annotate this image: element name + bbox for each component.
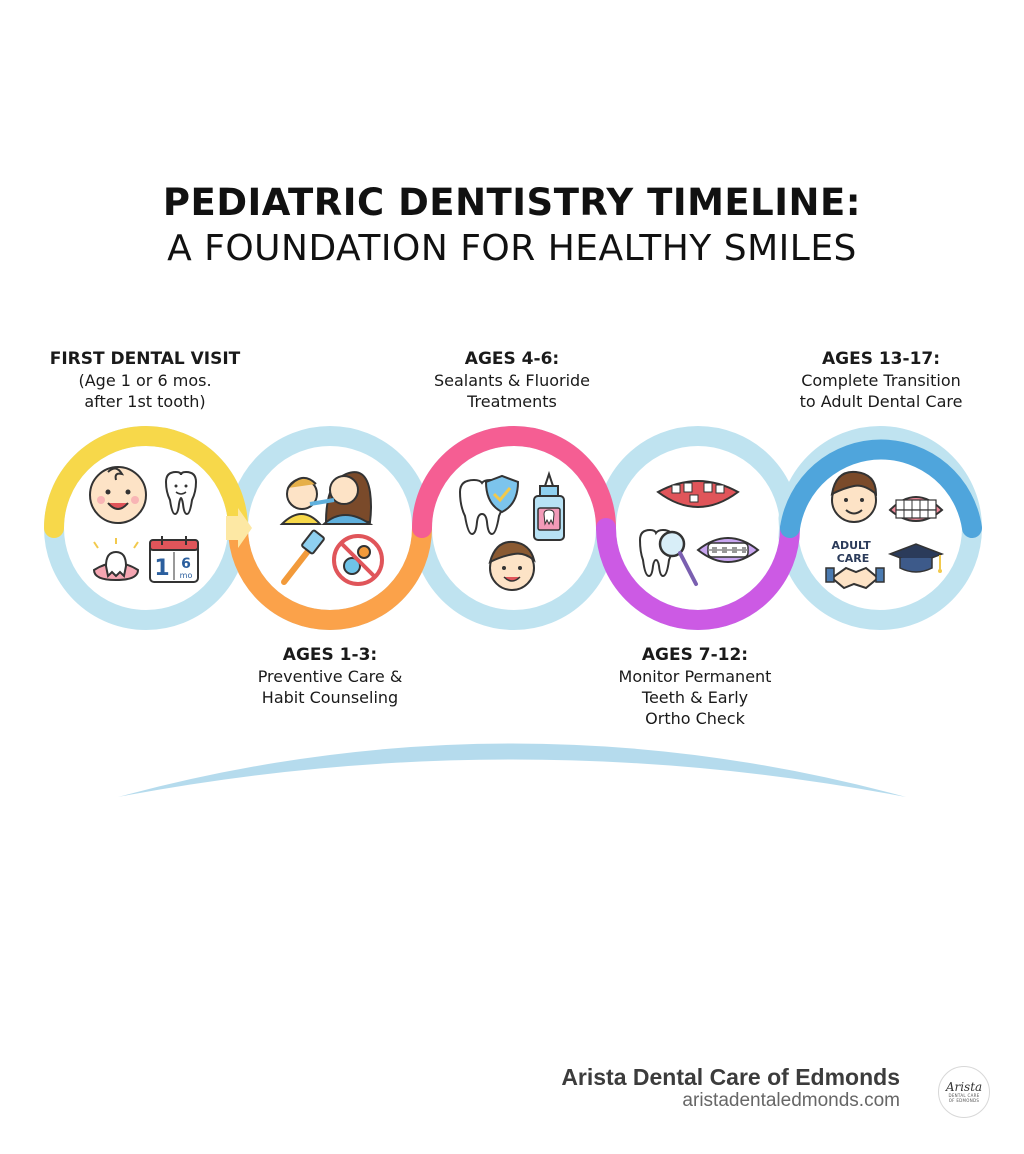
happy-tooth-icon [164, 470, 198, 516]
footer-website[interactable]: aristadentaledmonds.com [682, 1090, 900, 1111]
footer-practice-name: Arista Dental Care of Edmonds [561, 1064, 900, 1090]
stage-label-first-visit: FIRST DENTAL VISIT (Age 1 or 6 mos. afte… [40, 348, 250, 412]
tooth-shield-icon [458, 474, 520, 536]
calendar-digit-6: 6 [181, 556, 191, 572]
adult-teeth-icon [888, 496, 944, 522]
stage-heading: AGES 13-17: [821, 349, 941, 369]
ring-progress-first-visit [44, 426, 248, 538]
stage-heading: AGES 1-3: [282, 645, 378, 665]
stage-heading: AGES 7-12: [641, 645, 749, 665]
stage-description: Monitor Permanent Teeth & Early Ortho Ch… [618, 667, 772, 728]
mixed-teeth-mouth-icon [656, 480, 740, 508]
calendar-unit: mo [180, 571, 193, 580]
stage-label-ages-7-12: AGES 7-12: Monitor Permanent Teeth & Ear… [592, 644, 798, 729]
page-title: PEDIATRIC DENTISTRY TIMELINE: [162, 181, 862, 224]
ring-progress-ages-1-3 [228, 518, 432, 630]
teen-face-icon [830, 470, 878, 523]
ring-progress-ages-4-6 [412, 426, 616, 538]
child-face-icon [488, 540, 536, 591]
adult-care-text: ADULT CARE [831, 539, 874, 565]
stage-description: Sealants & Fluoride Treatments [433, 371, 591, 411]
practice-logo: Arista DENTAL CARE OF EDMONDS [938, 1066, 990, 1118]
ring-progress-ages-13-17 [780, 439, 982, 538]
baby-tooth-gum-icon [92, 538, 140, 582]
logo-script: Arista [945, 1080, 983, 1094]
logo-tagline: DENTAL CARE OF EDMONDS [948, 1093, 980, 1103]
title-block: PEDIATRIC DENTISTRY TIMELINE: A FOUNDATI… [0, 180, 1024, 272]
decorative-arc [118, 743, 906, 797]
arrow-icon [226, 508, 252, 548]
calendar-digit-1: 1 [154, 556, 169, 581]
ring-progress-ages-7-12 [596, 518, 800, 630]
stage-description: Preventive Care & Habit Counseling [257, 667, 403, 707]
graduation-cap-icon [887, 543, 945, 573]
stage-label-ages-1-3: AGES 1-3: Preventive Care & Habit Counse… [230, 644, 430, 708]
parent-brushing-child-icon [279, 471, 374, 525]
stage-label-ages-13-17: AGES 13-17: Complete Transition to Adult… [772, 348, 990, 412]
no-pacifier-icon [332, 534, 384, 586]
tooth-magnifier-icon [638, 528, 698, 586]
toothbrush-icon [281, 529, 325, 585]
stage-heading: FIRST DENTAL VISIT [49, 349, 241, 369]
stage-label-ages-4-6: AGES 4-6: Sealants & Fluoride Treatments [412, 348, 612, 412]
baby-face-icon [89, 466, 147, 524]
handshake-icon [825, 566, 885, 590]
calendar-icon: 1 6 mo [149, 536, 199, 583]
stage-description: (Age 1 or 6 mos. after 1st tooth) [78, 371, 212, 411]
page-subtitle: A FOUNDATION FOR HEALTHY SMILES [167, 228, 857, 269]
stage-heading: AGES 4-6: [464, 349, 560, 369]
braces-icon [696, 537, 760, 563]
stage-description: Complete Transition to Adult Dental Care [799, 371, 963, 411]
fluoride-bottle-icon [533, 470, 565, 541]
